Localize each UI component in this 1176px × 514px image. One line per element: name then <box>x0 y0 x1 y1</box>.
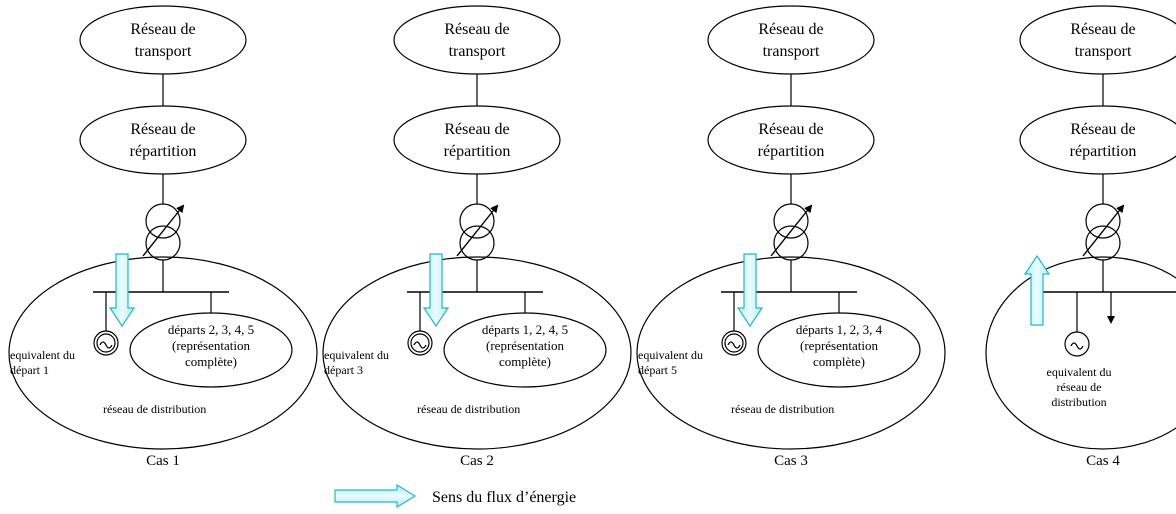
repartition-label: répartition <box>130 143 197 160</box>
transport-network-node <box>1019 5 1176 75</box>
transformer-icon <box>770 203 813 261</box>
transport-label: transport <box>1075 43 1132 60</box>
transformer-icon <box>456 203 499 261</box>
case-caption: Cas 1 <box>146 453 180 469</box>
generator-inner-ring <box>410 333 430 353</box>
feeders-group <box>129 312 293 388</box>
departs-label: (représentation <box>172 338 250 353</box>
repartition-label: répartition <box>758 143 825 160</box>
equivalent-label: réseau de <box>1057 380 1102 394</box>
distribution-network-area <box>985 256 1176 450</box>
legend: Sens du flux d’énergie <box>334 483 576 509</box>
energy-flow-arrow-icon <box>736 253 764 328</box>
generator-icon <box>721 330 747 356</box>
energy-flow-arrow-icon <box>108 253 136 328</box>
energy-flow-arrow-icon <box>1023 254 1051 326</box>
legend-label: Sens du flux d’énergie <box>432 489 576 506</box>
departs-label: (représentation <box>800 338 878 353</box>
equivalent-label: distribution <box>1051 395 1106 409</box>
transport-label: Réseau de <box>758 21 823 38</box>
case-caption: Cas 2 <box>460 453 494 469</box>
transport-label: transport <box>135 43 192 60</box>
flow-direction-arrow-icon <box>334 483 417 509</box>
equivalent-label: equivalent du <box>10 348 75 362</box>
equivalent-label: equivalent du <box>324 348 389 362</box>
generator-icon <box>93 330 119 356</box>
equivalent-label: equivalent du <box>1047 365 1112 379</box>
equivalent-label: départ 1 <box>10 363 49 377</box>
repartition-label: Réseau de <box>758 121 823 138</box>
departs-label: complète) <box>499 354 551 369</box>
transport-label: transport <box>763 43 820 60</box>
distribution-network-area <box>8 256 318 450</box>
repartition-label: Réseau de <box>444 121 509 138</box>
energy-flow-arrow-icon <box>422 253 450 328</box>
transformer-winding <box>1085 203 1121 239</box>
generator-inner-ring <box>96 333 116 353</box>
repartition-network-node <box>1019 105 1176 175</box>
departs-label: départs 1, 2, 3, 4 <box>796 322 883 337</box>
distribution-label: réseau de distribution <box>731 402 834 416</box>
departs-label: complète) <box>813 354 865 369</box>
repartition-network-node <box>707 105 875 175</box>
adjustable-arrow <box>770 204 813 257</box>
feeders-group <box>757 312 921 388</box>
distribution-network-area <box>636 256 946 450</box>
transformer-winding <box>459 203 495 239</box>
transformer-icon <box>142 203 185 261</box>
distribution-label: réseau de distribution <box>103 402 206 416</box>
equivalent-label: equivalent du <box>638 348 703 362</box>
repartition-label: Réseau de <box>1070 121 1135 138</box>
transport-network-node <box>393 5 561 75</box>
generator-outer-ring <box>93 330 119 356</box>
departs-label: (représentation <box>486 338 564 353</box>
repartition-network-node <box>393 105 561 175</box>
transformer-winding <box>145 203 181 239</box>
repartition-network-node <box>79 105 247 175</box>
transport-label: Réseau de <box>444 21 509 38</box>
tilde-symbol <box>727 341 741 349</box>
adjustable-arrow <box>142 204 185 257</box>
generator-icon <box>407 330 433 356</box>
departs-label: complète) <box>185 354 237 369</box>
feeders-group <box>443 312 607 388</box>
distribution-network-area <box>322 256 632 450</box>
equivalent-label: départ 3 <box>324 363 363 377</box>
adjustable-arrow <box>1082 204 1125 257</box>
generator-outer-ring <box>721 330 747 356</box>
distribution-label: réseau de distribution <box>417 402 520 416</box>
tilde-symbol <box>1070 342 1084 350</box>
generator-outer-ring <box>407 330 433 356</box>
transport-label: Réseau de <box>130 21 195 38</box>
transport-label: transport <box>449 43 506 60</box>
repartition-label: Réseau de <box>130 121 195 138</box>
adjustable-arrow <box>456 204 499 257</box>
generator-inner-ring <box>724 333 744 353</box>
transformer-winding <box>773 203 809 239</box>
transport-network-node <box>79 5 247 75</box>
transport-network-node <box>707 5 875 75</box>
repartition-label: répartition <box>1070 143 1137 160</box>
departs-label: départs 1, 2, 4, 5 <box>482 322 568 337</box>
repartition-label: répartition <box>444 143 511 160</box>
transport-label: Réseau de <box>1070 21 1135 38</box>
generator-icon <box>1064 331 1090 357</box>
tilde-symbol <box>413 341 427 349</box>
case-caption: Cas 4 <box>1086 453 1120 469</box>
transformer-icon <box>1082 203 1125 261</box>
equivalent-label: départ 5 <box>638 363 677 377</box>
tilde-symbol <box>99 341 113 349</box>
generator-ring <box>1064 331 1090 357</box>
departs-label: départs 2, 3, 4, 5 <box>168 322 254 337</box>
case-caption: Cas 3 <box>774 453 808 469</box>
